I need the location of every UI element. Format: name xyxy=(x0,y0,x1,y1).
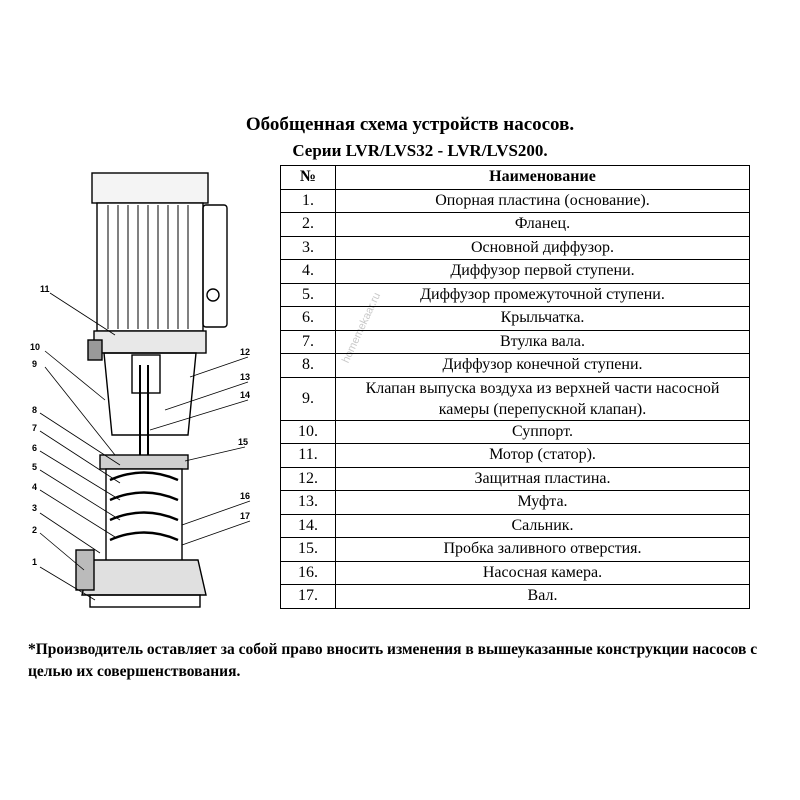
table-row: 6.Крыльчатка. xyxy=(280,306,750,331)
column-header-name: Наименование xyxy=(335,165,750,190)
table-row: 11.Мотор (статор). xyxy=(280,443,750,468)
row-number: 6. xyxy=(280,306,336,331)
row-name: Мотор (статор). xyxy=(335,443,750,468)
row-name: Диффузор промежуточной ступени. xyxy=(335,282,750,307)
row-number: 11. xyxy=(280,443,336,468)
row-name: Муфта. xyxy=(335,490,750,515)
row-name: Диффузор первой ступени. xyxy=(335,259,750,284)
table-row: 12.Защитная пластина. xyxy=(280,466,750,491)
table-row: 16.Насосная камера. xyxy=(280,560,750,585)
callout-1: 1 xyxy=(32,557,37,567)
row-name: Суппорт. xyxy=(335,419,750,444)
row-number: 3. xyxy=(280,235,336,260)
table-row: 15.Пробка заливного отверстия. xyxy=(280,537,750,562)
row-number: 1. xyxy=(280,188,336,213)
callout-14: 14 xyxy=(240,390,250,400)
row-name: Крыльчатка. xyxy=(335,306,750,331)
row-number: 17. xyxy=(280,584,336,609)
row-number: 7. xyxy=(280,329,336,354)
callout-3: 3 xyxy=(32,503,37,513)
row-name: Вал. xyxy=(335,584,750,609)
table-row: 5.Диффузор промежуточной ступени. xyxy=(280,282,750,307)
row-name: Насосная камера. xyxy=(335,560,750,585)
table-row: 8.Диффузор конечной ступени. xyxy=(280,353,750,378)
row-number: 8. xyxy=(280,353,336,378)
callout-12: 12 xyxy=(240,347,250,357)
table-row: 1.Опорная пластина (основание). xyxy=(280,188,750,213)
callout-9: 9 xyxy=(32,359,37,369)
table-row: 3.Основной диффузор. xyxy=(280,235,750,260)
callout-5: 5 xyxy=(32,462,37,472)
parts-table: № Наименование 1.Опорная пластина (основ… xyxy=(280,165,750,609)
row-number: 14. xyxy=(280,513,336,538)
callout-2: 2 xyxy=(32,525,37,535)
row-name: Клапан выпуска воздуха из верхней части … xyxy=(335,376,750,421)
row-name: Пробка заливного отверстия. xyxy=(335,537,750,562)
callout-8: 8 xyxy=(32,405,37,415)
table-row: 2.Фланец. xyxy=(280,212,750,237)
table-row: 9.Клапан выпуска воздуха из верхней част… xyxy=(280,376,750,421)
callout-4: 4 xyxy=(32,482,37,492)
table-row: 17.Вал. xyxy=(280,584,750,609)
table-row: 10.Суппорт. xyxy=(280,419,750,444)
callout-7: 7 xyxy=(32,423,37,433)
row-number: 15. xyxy=(280,537,336,562)
row-number: 2. xyxy=(280,212,336,237)
row-name: Основной диффузор. xyxy=(335,235,750,260)
callout-13: 13 xyxy=(240,372,250,382)
callout-10: 10 xyxy=(30,342,40,352)
page-subtitle: Серии LVR/LVS32 - LVR/LVS200. xyxy=(292,141,548,160)
row-number: 12. xyxy=(280,466,336,491)
row-number: 9. xyxy=(280,376,336,421)
callout-15: 15 xyxy=(238,437,248,447)
page-title: Обобщенная схема устройств насосов. xyxy=(245,114,575,135)
callout-17: 17 xyxy=(240,511,250,521)
column-header-num: № xyxy=(280,165,336,190)
row-name: Втулка вала. xyxy=(335,329,750,354)
callout-11: 11 xyxy=(40,284,50,294)
callout-16: 16 xyxy=(240,491,250,501)
row-name: Сальник. xyxy=(335,513,750,538)
footnote: *Производитель оставляет за собой право … xyxy=(28,641,758,680)
row-name: Защитная пластина. xyxy=(335,466,750,491)
table-header-row: № Наименование xyxy=(280,165,750,190)
row-number: 4. xyxy=(280,259,336,284)
row-number: 5. xyxy=(280,282,336,307)
row-number: 13. xyxy=(280,490,336,515)
pump-diagram: 11 10 9 8 7 6 5 4 3 2 1 12 13 14 15 16 1… xyxy=(30,172,251,608)
row-number: 16. xyxy=(280,560,336,585)
table-row: 13.Муфта. xyxy=(280,490,750,515)
row-name: Опорная пластина (основание). xyxy=(335,188,750,213)
row-name: Фланец. xyxy=(335,212,750,237)
row-name: Диффузор конечной ступени. xyxy=(335,353,750,378)
table-row: 4.Диффузор первой ступени. xyxy=(280,259,750,284)
table-row: 7.Втулка вала. xyxy=(280,329,750,354)
table-row: 14.Сальник. xyxy=(280,513,750,538)
row-number: 10. xyxy=(280,419,336,444)
callout-6: 6 xyxy=(32,443,37,453)
